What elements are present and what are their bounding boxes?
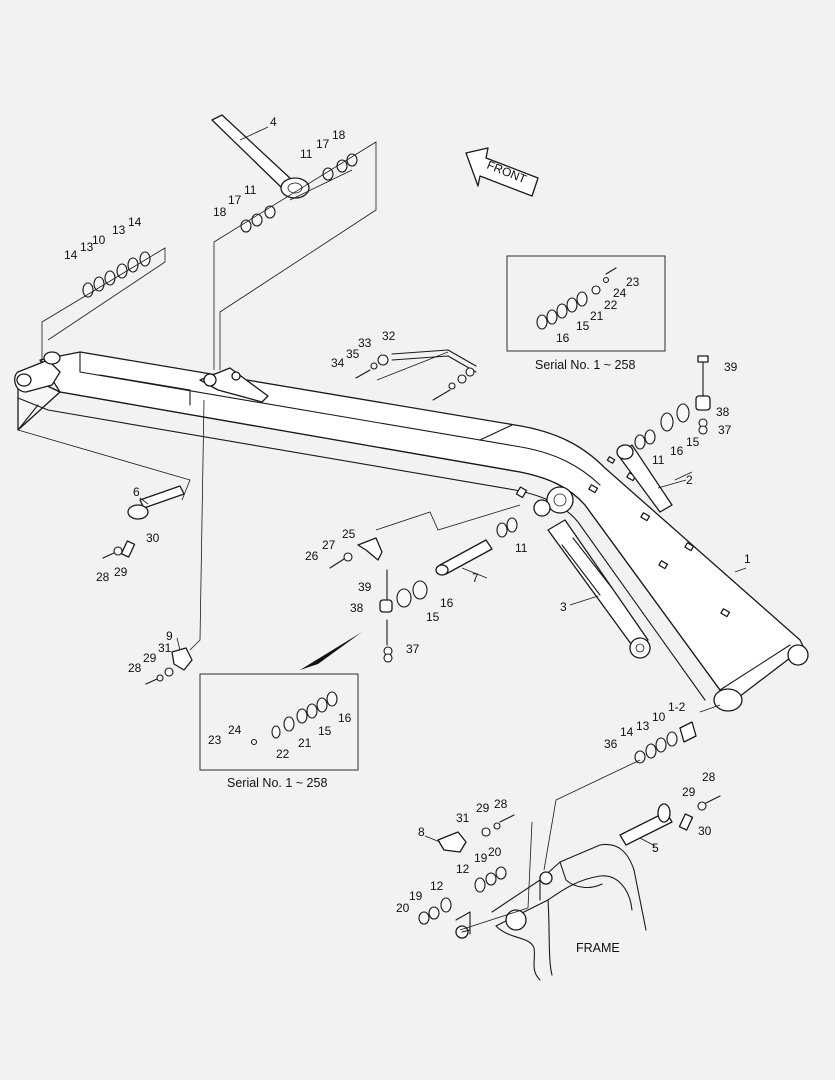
callout: 27 bbox=[322, 538, 336, 552]
callout: 19 bbox=[474, 851, 488, 865]
callout: 16 bbox=[670, 444, 684, 458]
inset-bottom bbox=[199, 632, 362, 771]
callout: 11 bbox=[652, 453, 665, 467]
callout: 11 bbox=[300, 147, 313, 161]
inset-bottom-caption: Serial No. 1 ~ 258 bbox=[227, 776, 327, 790]
boom-main-body bbox=[14, 351, 809, 712]
callout: 17 bbox=[316, 137, 330, 151]
callout: 21 bbox=[590, 309, 604, 323]
callout: 10 bbox=[92, 233, 106, 247]
callout: 17 bbox=[228, 193, 242, 207]
callout: 38 bbox=[716, 405, 730, 419]
label-leaders bbox=[139, 126, 747, 847]
callout: 30 bbox=[146, 531, 160, 545]
callout: 39 bbox=[724, 360, 738, 374]
callout: 29 bbox=[682, 785, 696, 799]
callout: 18 bbox=[213, 205, 227, 219]
callout: 20 bbox=[396, 901, 410, 915]
callout: 2 bbox=[686, 473, 693, 487]
callout: 34 bbox=[331, 356, 345, 370]
callout: 30 bbox=[698, 824, 712, 838]
callout: 26 bbox=[305, 549, 319, 563]
rod-4 bbox=[211, 114, 310, 199]
callout: 28 bbox=[128, 661, 142, 675]
callout: 4 bbox=[270, 115, 277, 129]
callout: 7 bbox=[472, 571, 479, 585]
callout: 25 bbox=[342, 527, 356, 541]
callout: 28 bbox=[494, 797, 508, 811]
callout: 29 bbox=[114, 565, 128, 579]
callout: 22 bbox=[276, 747, 290, 761]
callout: 11 bbox=[515, 541, 528, 555]
callout: 33 bbox=[358, 336, 372, 350]
callout: 15 bbox=[426, 610, 440, 624]
callout: 21 bbox=[298, 736, 312, 750]
callout: 16 bbox=[338, 711, 352, 725]
callout: 29 bbox=[476, 801, 490, 815]
callout: 36 bbox=[604, 737, 618, 751]
frame-label: FRAME bbox=[576, 941, 620, 955]
callout: 12 bbox=[456, 862, 470, 876]
callout: 3 bbox=[560, 600, 567, 614]
callout: 10 bbox=[652, 710, 666, 724]
callout: 37 bbox=[406, 642, 420, 656]
callout: 8 bbox=[418, 825, 425, 839]
cylinder-3 bbox=[547, 519, 651, 659]
callout: 13 bbox=[80, 240, 94, 254]
callout: 29 bbox=[143, 651, 157, 665]
callout: 19 bbox=[409, 889, 423, 903]
callout: 13 bbox=[112, 223, 126, 237]
callout: 35 bbox=[346, 347, 360, 361]
callout: 23 bbox=[626, 275, 640, 289]
callout: 24 bbox=[613, 286, 627, 300]
inset-top-caption: Serial No. 1 ~ 258 bbox=[535, 358, 635, 372]
callout: 31 bbox=[158, 641, 172, 655]
callout: 31 bbox=[456, 811, 470, 825]
callout: 39 bbox=[358, 580, 372, 594]
frame-structure bbox=[455, 843, 647, 981]
callout: 16 bbox=[556, 331, 570, 345]
callout: 38 bbox=[350, 601, 364, 615]
callout: 20 bbox=[488, 845, 502, 859]
callout: 32 bbox=[382, 329, 396, 343]
washer-stacks bbox=[82, 153, 711, 925]
callout: 15 bbox=[686, 435, 700, 449]
callout: 16 bbox=[440, 596, 454, 610]
callout: 28 bbox=[96, 570, 110, 584]
callout: 15 bbox=[576, 319, 590, 333]
reference-lines bbox=[17, 141, 721, 931]
callout: 12 bbox=[430, 879, 444, 893]
callout: 15 bbox=[318, 724, 332, 738]
callout: 22 bbox=[604, 298, 618, 312]
callout: 28 bbox=[702, 770, 716, 784]
callout: 11 bbox=[244, 183, 257, 197]
callout: 37 bbox=[718, 423, 732, 437]
callout: 14 bbox=[128, 215, 142, 229]
callout: 18 bbox=[332, 128, 346, 142]
callout: 6 bbox=[133, 485, 140, 499]
callout: 1 bbox=[744, 552, 751, 566]
callout: 1-2 bbox=[668, 700, 686, 714]
callout: 14 bbox=[64, 248, 78, 262]
callout: 13 bbox=[636, 719, 650, 733]
callout: 14 bbox=[620, 725, 634, 739]
callout: 24 bbox=[228, 723, 242, 737]
front-arrow bbox=[465, 147, 539, 197]
link-2 bbox=[616, 444, 673, 513]
callout: 9 bbox=[166, 629, 173, 643]
pins-bolts bbox=[102, 349, 721, 853]
inset-top bbox=[506, 255, 666, 352]
callout: 23 bbox=[208, 733, 222, 747]
callout: 5 bbox=[652, 841, 659, 855]
